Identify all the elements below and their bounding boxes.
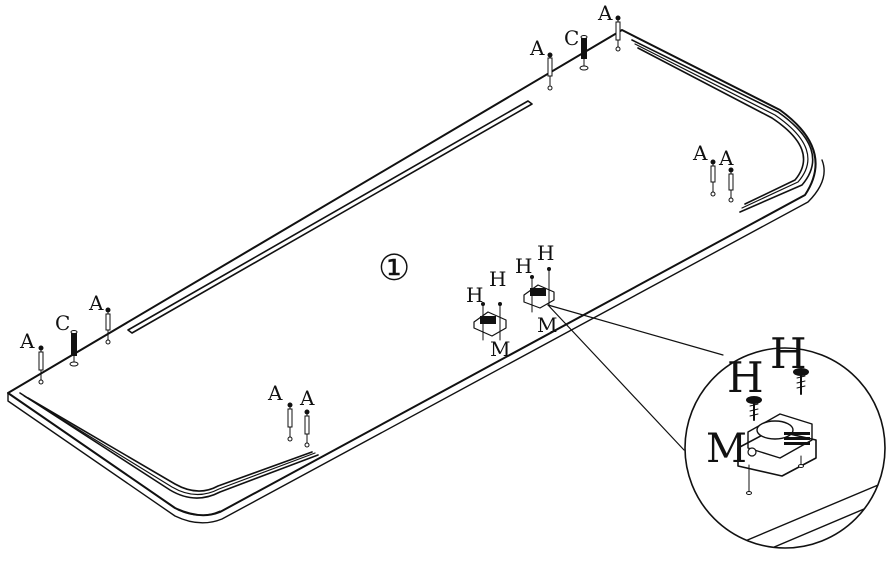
detail-circle (684, 347, 886, 549)
cam-screw-right-2: A (718, 146, 734, 203)
magnet-catches: H H M H H M (466, 241, 557, 361)
detail-screw-right-label: H (770, 329, 807, 378)
right-groove-outer (631, 39, 814, 213)
dowel-label: C (564, 26, 579, 50)
left-groove-inner (27, 397, 313, 492)
right-groove-middle (634, 43, 809, 209)
magnet-catch-1: H H M (466, 267, 510, 361)
step-number: ① (378, 248, 410, 289)
screw-label: H (489, 267, 506, 291)
screw-label: H (466, 283, 483, 307)
right-groove-inner (637, 47, 805, 205)
rear-groove (127, 100, 533, 334)
dowel-label: C (55, 311, 70, 335)
board-top-outer-edge (7, 29, 817, 517)
magnet-catch-2: H H M (515, 241, 557, 337)
cam-screw-label: A (19, 329, 35, 353)
cam-screw-label: A (529, 36, 545, 60)
cam-screw-left-1: A (19, 329, 44, 385)
callout-leaders (547, 304, 724, 451)
detail-screw-left (746, 396, 762, 495)
board-thickness-edge (7, 159, 825, 524)
cam-screws: A A A A A (19, 1, 734, 448)
left-groove-outer (19, 392, 319, 499)
board-bevel-line (13, 396, 221, 516)
magnet-catch-label: M (537, 313, 557, 337)
cam-screw-label: A (718, 146, 734, 170)
cam-screw-top-2: A (597, 1, 621, 52)
cam-screw-label: A (299, 386, 315, 410)
magnet-catch-label: M (490, 337, 510, 361)
detail-screw-left-label: H (727, 353, 764, 402)
detail-screw-right (793, 368, 809, 468)
detail-magnifier: H H M (684, 329, 886, 549)
dowels: C C (55, 26, 589, 367)
detail-magnet-label: M (706, 426, 747, 472)
grooves (19, 39, 814, 499)
cam-screw-left-2: A (88, 291, 111, 345)
cam-screw-label: A (692, 141, 708, 165)
cam-screw-label: A (267, 381, 283, 405)
detail-magnet-catch (737, 413, 817, 477)
cam-screw-top-1: A (529, 36, 553, 91)
screw-label: H (515, 254, 532, 278)
dowel-left: C (55, 311, 79, 367)
board-panel (7, 29, 825, 524)
dowel-top: C (564, 26, 589, 71)
cam-screw-label: A (88, 291, 104, 315)
cam-screw-label: A (597, 1, 613, 25)
screw-label: H (537, 241, 554, 265)
cam-screw-right-1: A (692, 141, 716, 197)
cam-screw-bottom-2: A (299, 386, 315, 448)
left-groove-middle (23, 395, 316, 496)
cam-screw-bottom-1: A (267, 381, 293, 442)
